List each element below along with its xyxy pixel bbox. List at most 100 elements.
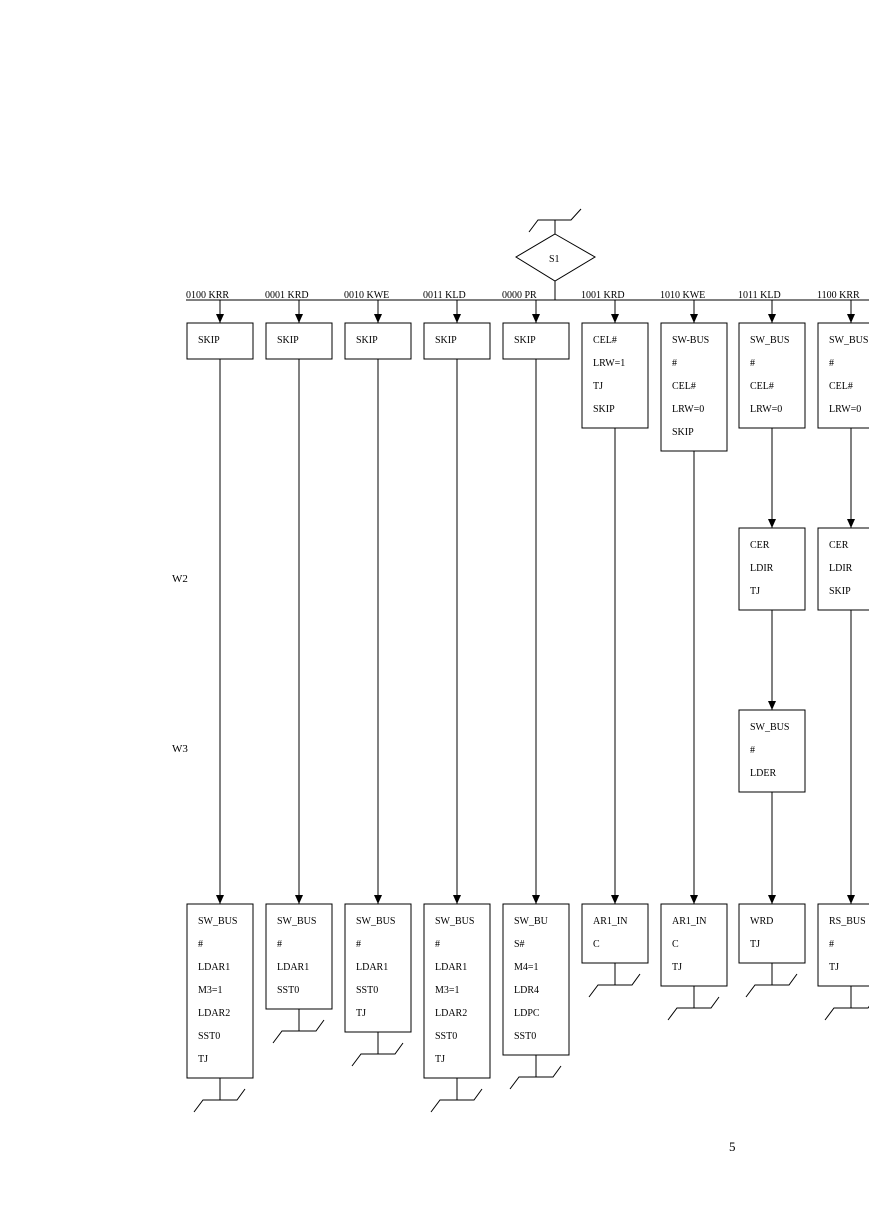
top-step-box-line: SW_BUS xyxy=(829,335,868,346)
terminator-symbol xyxy=(824,1005,869,1021)
bottom-step-box-line: TJ xyxy=(435,1054,445,1065)
bottom-step-box-line: LDAR2 xyxy=(198,1008,230,1019)
branch-code-label: 1001 KRD xyxy=(581,290,625,301)
middle-step-box: SW_BUS#LDER xyxy=(738,709,806,793)
branch-code-label: 1011 KLD xyxy=(738,290,781,301)
middle-step-box-line: LDIR xyxy=(750,563,774,574)
bottom-step-box-line: WRD xyxy=(750,916,773,927)
end-terminator xyxy=(430,1078,483,1113)
middle-step-box-frame xyxy=(817,527,869,611)
top-step-box-line: SW_BUS xyxy=(750,335,789,346)
top-step-box-frame xyxy=(344,322,412,360)
top-step-box-frame xyxy=(423,322,491,360)
bottom-step-box: AR1_INC xyxy=(581,903,649,964)
terminator-symbol xyxy=(745,973,798,998)
top-step-box-line: SW-BUS xyxy=(672,335,709,346)
branch-code-label: 1010 KWE xyxy=(660,290,705,301)
middle-step-box-line: SW_BUS xyxy=(750,722,789,733)
bottom-step-box: WRD TJ xyxy=(738,903,806,964)
middle-step-box-line: LDER xyxy=(750,768,776,779)
top-step-box-line: LRW=0 xyxy=(750,404,782,415)
bottom-step-box-line: LDR4 xyxy=(514,985,539,996)
bottom-step-box-line: LDAR1 xyxy=(435,962,467,973)
page-number: 5 xyxy=(729,1139,736,1154)
top-step-box-frame xyxy=(265,322,333,360)
bottom-step-box-line: SW_BUS xyxy=(435,916,474,927)
top-step-box-line: SKIP xyxy=(277,335,299,346)
s1-diamond xyxy=(515,233,596,282)
middle-step-box-line: TJ xyxy=(750,586,760,597)
bottom-step-box: RS_BUS#TJ xyxy=(817,903,869,987)
bottom-step-box-line: M3=1 xyxy=(435,985,460,996)
bottom-step-box-line: SW_BUS xyxy=(198,916,237,927)
top-step-box-line: CEL# xyxy=(750,381,774,392)
w2-label: W2 xyxy=(172,573,188,585)
bottom-step-box-line: LDAR1 xyxy=(356,962,388,973)
bottom-step-box-line: SST0 xyxy=(514,1031,536,1042)
top-step-box-line: SKIP xyxy=(435,335,457,346)
end-terminator xyxy=(824,986,869,1021)
bottom-step-box-line: AR1_IN xyxy=(593,916,627,927)
top-step-box-line: LRW=0 xyxy=(672,404,704,415)
terminator-symbol xyxy=(667,996,720,1021)
branch-code-label: 0011 KLD xyxy=(423,290,466,301)
end-terminator xyxy=(193,1078,246,1113)
connectors xyxy=(186,220,869,1113)
top-step-box: SKIP xyxy=(423,322,491,360)
top-step-box: SW_BUS#CEL#LRW=0 xyxy=(817,322,869,429)
branch-code-label: 0000 PR xyxy=(502,290,537,301)
top-step-box-line: SKIP xyxy=(356,335,378,346)
terminator-symbol xyxy=(272,1019,325,1044)
bottom-step-box-line: SST0 xyxy=(435,1031,457,1042)
middle-step-box-frame xyxy=(738,527,806,611)
bottom-step-box-line: # xyxy=(435,939,440,950)
bottom-step-box-line: SST0 xyxy=(356,985,378,996)
top-step-box-line: CEL# xyxy=(672,381,696,392)
terminator-symbol xyxy=(193,1088,246,1113)
top-step-box-line: SKIP xyxy=(514,335,536,346)
end-terminator xyxy=(272,1009,325,1044)
bottom-step-box-line: TJ xyxy=(750,939,760,950)
bottom-step-box-line: TJ xyxy=(198,1054,208,1065)
w3-label: W3 xyxy=(172,743,188,755)
top-step-box-line: # xyxy=(750,358,755,369)
bottom-step-box-frame xyxy=(423,903,491,1079)
top-step-box-line: CEL# xyxy=(593,335,617,346)
bottom-step-box-line: C xyxy=(672,939,679,950)
top-step-box: SW_BUS # CEL# LRW=0 xyxy=(738,322,806,429)
bottom-step-box-frame xyxy=(265,903,333,1010)
end-terminator xyxy=(588,963,641,998)
middle-step-box: CER LDIR TJ xyxy=(738,527,806,611)
bottom-step-box-line: # xyxy=(829,939,834,950)
bottom-step-box-frame xyxy=(660,903,728,987)
bottom-step-box-line: # xyxy=(198,939,203,950)
branch-code-label: 1100 KRR xyxy=(817,290,860,301)
bottom-step-box-line: LDAR1 xyxy=(198,962,230,973)
bottom-step-box-line: LDAR1 xyxy=(277,962,309,973)
top-step-box-line: SKIP xyxy=(198,335,220,346)
terminator-symbol xyxy=(430,1088,483,1113)
bottom-step-box-line: TJ xyxy=(356,1008,366,1019)
bottom-step-box-line: SW_BUS xyxy=(356,916,395,927)
terminator-symbol xyxy=(588,973,641,998)
middle-step-box-line: SKIP xyxy=(829,586,851,597)
middle-step-box-line: CER xyxy=(829,540,849,551)
top-step-box-frame xyxy=(817,322,869,429)
bottom-step-box-line: TJ xyxy=(829,962,839,973)
middle-step-box-line: CER xyxy=(750,540,770,551)
top-step-box: SKIP xyxy=(265,322,333,360)
top-step-box-line: LRW=0 xyxy=(829,404,861,415)
branch-code-label: 0001 KRD xyxy=(265,290,309,301)
top-step-box-line: # xyxy=(672,358,677,369)
bottom-step-box-line: # xyxy=(356,939,361,950)
top-step-box-line: LRW=1 xyxy=(593,358,625,369)
branch-code-label: 0010 KWE xyxy=(344,290,389,301)
top-step-box-frame xyxy=(581,322,649,429)
bottom-step-box-line: # xyxy=(277,939,282,950)
top-step-box-frame xyxy=(660,322,728,452)
top-step-box: SKIP xyxy=(502,322,570,360)
